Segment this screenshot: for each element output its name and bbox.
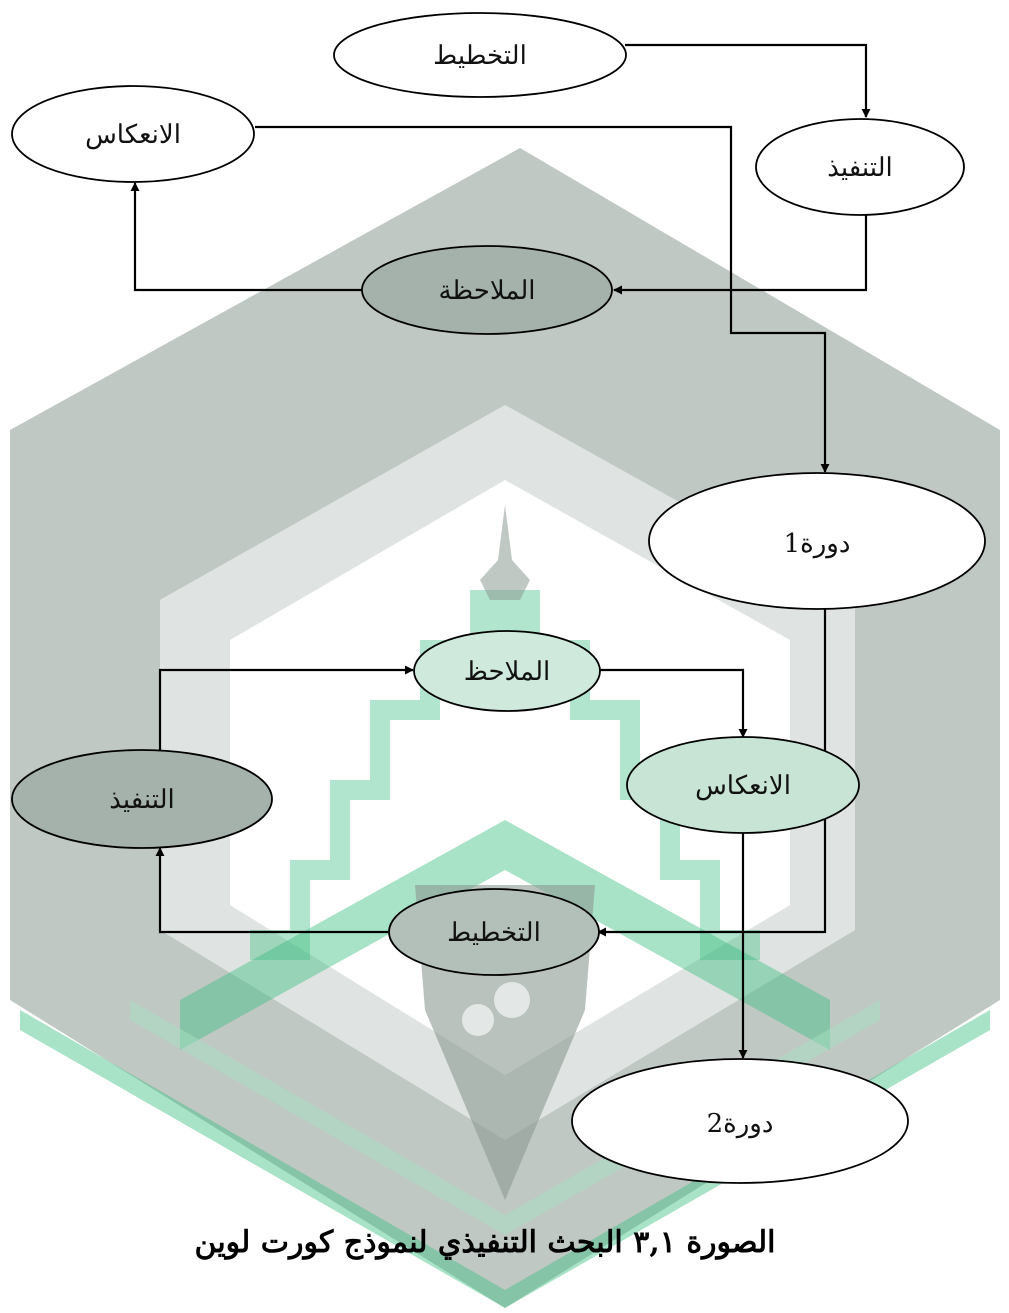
node-observing-2: الملاحظ xyxy=(413,630,601,712)
node-acting-2: التنفيذ xyxy=(11,749,273,849)
node-planning-2: التخطيط xyxy=(388,888,600,976)
edge-cycle1-to-planning-2 xyxy=(597,608,827,937)
figure-caption: الصورة ٣,١ البحث التنفيذي لنموذج كورت لو… xyxy=(194,1225,775,1260)
node-cycle1-label: دورة1 xyxy=(784,529,851,559)
node-cycle2: دورة2 xyxy=(571,1058,909,1184)
node-acting-1-label: التنفيذ xyxy=(827,153,892,183)
node-observing-1-label: الملاحظة xyxy=(438,276,535,306)
node-acting-2-label: التنفيذ xyxy=(109,785,174,815)
edge-acting-to-observing-2 xyxy=(158,665,414,750)
node-observing-1: الملاحظة xyxy=(361,245,613,335)
node-reflecting-2: الانعكاس xyxy=(626,736,860,834)
edge-observing-to-reflecting-2 xyxy=(600,668,748,738)
edge-reflecting-to-cycle1 xyxy=(255,125,830,473)
edge-planning-to-acting-1 xyxy=(625,43,871,118)
edge-planning-to-acting-2 xyxy=(155,847,388,934)
node-planning-1: التخطيط xyxy=(333,12,627,98)
node-cycle2-label: دورة2 xyxy=(707,1109,774,1139)
node-reflecting-2-label: الانعكاس xyxy=(695,771,791,801)
node-cycle1: دورة1 xyxy=(648,472,986,610)
edge-observing-to-reflecting-1 xyxy=(130,182,362,292)
node-planning-1-label: التخطيط xyxy=(433,41,527,71)
node-planning-2-label: التخطيط xyxy=(447,918,541,948)
cycle1-edges xyxy=(130,43,871,473)
node-observing-2-label: الملاحظ xyxy=(464,657,550,687)
edge-acting-to-observing-1 xyxy=(613,215,868,295)
node-acting-1: التنفيذ xyxy=(755,118,965,216)
node-reflecting-1-label: الانعكاس xyxy=(85,120,181,150)
cycle2-edges xyxy=(155,608,827,1059)
node-reflecting-1: الانعكاس xyxy=(11,85,255,183)
